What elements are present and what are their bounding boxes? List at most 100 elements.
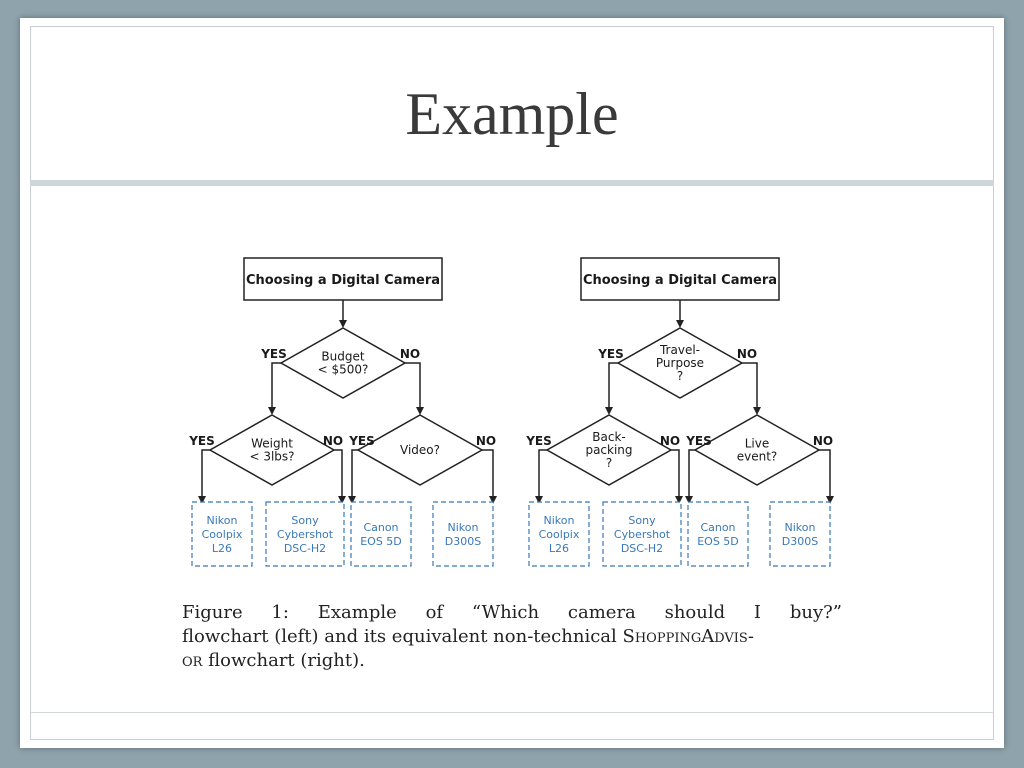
leaf-box-label: DSC-H2: [621, 542, 663, 555]
flow-arrow: [405, 362, 424, 415]
yes-label: YES: [685, 434, 712, 448]
figure-caption: Figure 1: Example of “Which camera shoul…: [182, 601, 842, 673]
yes-label: YES: [260, 347, 287, 361]
decision-node-2-label: Back-: [592, 430, 625, 444]
caption-line-1: Figure 1: Example of “Which camera shoul…: [182, 601, 842, 625]
decision-node-3-label: Video?: [400, 443, 440, 457]
leaf-box: [769, 501, 831, 567]
flow-arrow: [742, 362, 761, 415]
flow-arrow: [535, 449, 547, 504]
right-flowchart: Choosing a Digital CameraTravel-Purpose?…: [525, 257, 834, 567]
flow-arrow: [334, 449, 346, 504]
leaf-box-label: D300S: [782, 535, 818, 548]
decision-node-1: [279, 327, 407, 399]
leaf-box-label: Nikon: [544, 514, 575, 527]
flow-arrow: [198, 449, 210, 504]
leaf-box: [432, 501, 494, 567]
caption-system-name-end: or: [182, 650, 203, 671]
leaf-box: [265, 501, 345, 567]
decision-node-3: [693, 414, 821, 486]
leaf-box-label: DSC-H2: [284, 542, 326, 555]
footer-divider: [30, 712, 994, 713]
caption-line-2: flowchart (left) and its equivalent non-…: [182, 625, 842, 649]
leaf-box: [687, 501, 749, 567]
leaf-box: [350, 501, 412, 567]
leaf-box-label: Canon: [700, 521, 735, 534]
leaf-box-label: EOS 5D: [360, 535, 402, 548]
yes-label: YES: [188, 434, 215, 448]
leaf-box-label: Canon: [363, 521, 398, 534]
yes-label: YES: [525, 434, 552, 448]
root-box: [580, 257, 780, 301]
slide-frame: [30, 26, 994, 740]
leaf-box-label: Cybershot: [614, 528, 671, 541]
decision-node-1: [616, 327, 744, 399]
no-label: NO: [660, 434, 680, 448]
leaf-box-label: Cybershot: [277, 528, 334, 541]
leaf-box-label: L26: [549, 542, 569, 555]
leaf-box-label: Sony: [628, 514, 656, 527]
caption-word: Figure: [182, 602, 243, 623]
leaf-box-label: Coolpix: [539, 528, 580, 541]
yes-label: YES: [597, 347, 624, 361]
flow-arrow: [348, 449, 358, 504]
caption-text: flowchart (left) and its equivalent non-…: [182, 626, 623, 647]
decision-node-1-label: Budget: [321, 350, 364, 364]
leaf-box-label: Nikon: [785, 521, 816, 534]
caption-word: of: [425, 602, 444, 623]
flow-arrow: [605, 362, 618, 415]
leaf-box-label: D300S: [445, 535, 481, 548]
decision-node-2: [545, 414, 673, 486]
root-box-label: Choosing a Digital Camera: [246, 273, 440, 288]
caption-word: I: [753, 602, 762, 623]
caption-word: buy?”: [789, 602, 842, 623]
flow-arrow: [268, 362, 281, 415]
leaf-box: [191, 501, 253, 567]
leaf-box-label: Nikon: [207, 514, 238, 527]
title-divider: [30, 180, 994, 186]
decision-node-3-label: event?: [737, 450, 778, 464]
caption-system-name: ShoppingAdvis-: [622, 626, 754, 647]
decision-node-3: [356, 414, 484, 486]
flow-arrow: [482, 449, 497, 504]
leaf-box: [528, 501, 590, 567]
leaf-box-label: L26: [212, 542, 232, 555]
caption-text: flowchart (right).: [202, 650, 365, 671]
decision-node-1-label: < $500?: [318, 363, 369, 377]
caption-line-3: or flowchart (right).: [182, 649, 842, 673]
no-label: NO: [813, 434, 833, 448]
caption-word: should: [664, 602, 726, 623]
flow-arrow: [685, 449, 695, 504]
leaf-box-label: EOS 5D: [697, 535, 739, 548]
leaf-box: [602, 501, 682, 567]
leaf-box-label: Sony: [291, 514, 319, 527]
decision-node-2-label: < 3lbs?: [249, 450, 294, 464]
decision-node-2-label: Weight: [251, 437, 293, 451]
no-label: NO: [737, 347, 757, 361]
yes-label: YES: [348, 434, 375, 448]
decision-node-1-label: Purpose: [656, 356, 704, 370]
flow-arrow: [819, 449, 834, 504]
decision-node-2: [208, 414, 336, 486]
flow-arrow: [671, 449, 683, 504]
leaf-box-label: Coolpix: [202, 528, 243, 541]
caption-word: Example: [317, 602, 397, 623]
no-label: NO: [476, 434, 496, 448]
root-box-label: Choosing a Digital Camera: [583, 273, 777, 288]
decision-node-2-label: ?: [606, 456, 612, 470]
leaf-box-label: Nikon: [448, 521, 479, 534]
decision-node-2-label: packing: [585, 443, 632, 457]
decision-node-3-label: Live: [745, 437, 770, 451]
decision-node-1-label: ?: [677, 369, 683, 383]
slide-title: Example: [405, 81, 619, 147]
no-label: NO: [323, 434, 343, 448]
decision-node-1-label: Travel-: [659, 343, 700, 357]
caption-word: camera: [567, 602, 636, 623]
caption-word: 1:: [271, 602, 289, 623]
caption-word: “Which: [471, 602, 540, 623]
no-label: NO: [400, 347, 420, 361]
root-box: [243, 257, 443, 301]
